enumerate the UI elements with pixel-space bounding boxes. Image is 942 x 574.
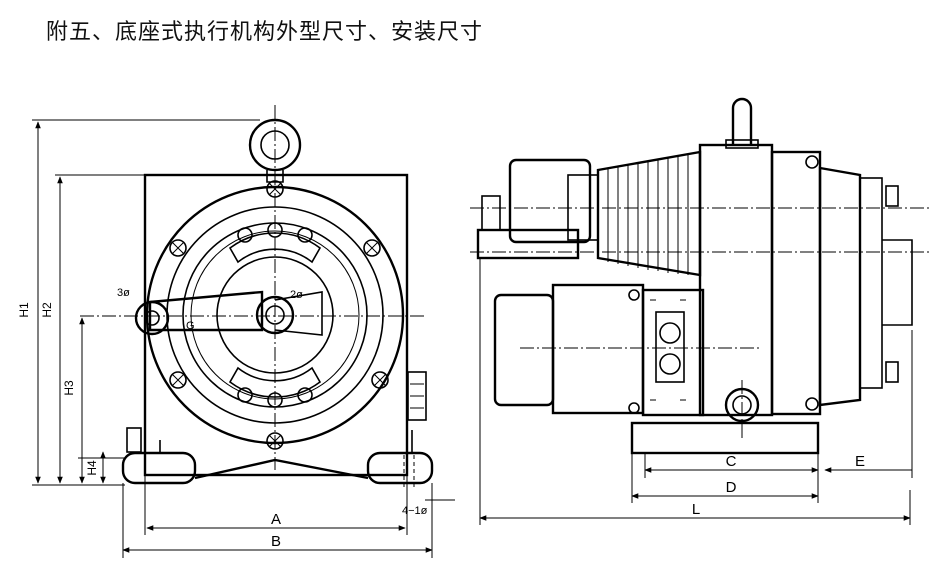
label-B: B [271,533,281,550]
front-body-outline [143,173,409,477]
label-H1: H1 [17,302,31,318]
lever-arm [148,290,264,332]
label-H3: H3 [62,380,76,396]
motor-end [493,293,555,407]
front-view [80,105,455,501]
right-foot [366,451,434,485]
side-view [470,97,930,455]
page-title: 附五、底座式执行机构外型尺寸、安装尺寸 [46,20,484,45]
motor-body [551,283,645,415]
lifting-eye [248,118,302,172]
label-G: G [186,320,195,332]
gearbox [698,143,774,417]
left-foot [121,451,197,485]
front-dimensions [32,119,433,558]
label-holes-4: 4−1ø [402,505,428,517]
label-H4: H4 [85,460,99,476]
side-dimensions [479,258,913,525]
label-D: D [726,479,737,496]
label-C: C [726,453,737,470]
label-A: A [271,511,281,528]
label-hole-2: 2ø [290,289,303,301]
flange-bolts [169,180,389,450]
label-E: E [855,453,865,470]
side-base [630,421,820,455]
label-H2: H2 [40,302,54,318]
label-hole-3: 3ø [117,287,130,299]
label-L: L [692,501,700,518]
